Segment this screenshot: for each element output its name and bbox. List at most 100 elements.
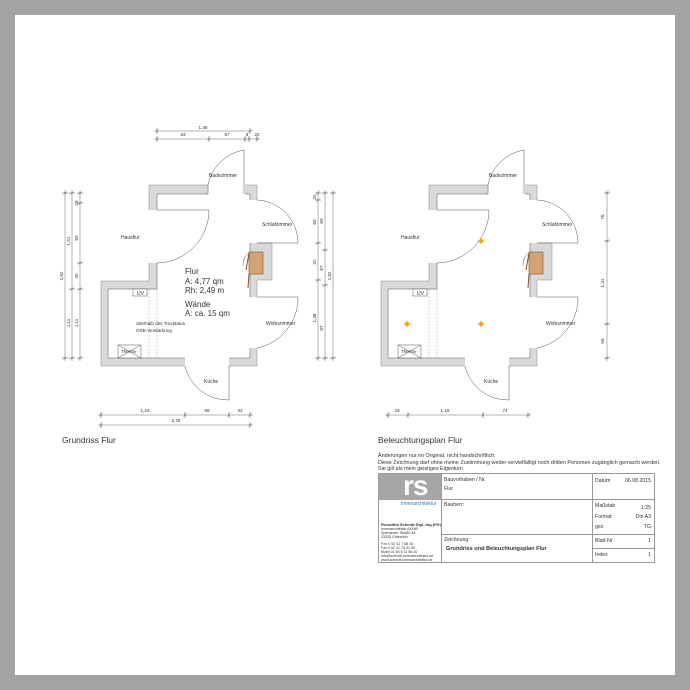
dim-label: 8 [246, 132, 249, 137]
note-line: Sie gilt als mein geistiges Eigentum. [378, 466, 465, 472]
room-label-hausflur: Hausflur [121, 235, 140, 241]
dim-tick [322, 283, 328, 287]
therme-label: Therme [121, 349, 137, 354]
door-hausflur [436, 209, 490, 264]
gez-label: gez [595, 524, 604, 530]
dim-tick [77, 261, 83, 265]
note-line: Diese Zeichnung darf ohne meine Zustimmu… [378, 459, 661, 466]
dim-tick [155, 136, 159, 142]
dim-label: 56 [600, 338, 605, 344]
dim-label: 67 [319, 265, 324, 271]
dim-tick [526, 412, 530, 418]
room-label-wohn: Wohnzimmer [266, 321, 296, 327]
room-label-bad: Badezimmer [489, 173, 517, 179]
dim-tick [62, 191, 68, 195]
ceiling-light-rays [477, 320, 485, 328]
dim-label: 57 [224, 132, 230, 137]
dim-tick [315, 278, 321, 282]
door-bad [207, 149, 245, 194]
dim-label: 69 [319, 218, 324, 224]
dim-tick [604, 239, 610, 243]
ceiling-light-rays [477, 237, 485, 245]
title-block: rs innenarchitektur Roswitha Schmitt Dip… [378, 470, 655, 563]
dim-label: 32 [312, 259, 317, 265]
dim-tick [207, 136, 211, 142]
note-line: Änderungen nur im Original, nicht handsc… [378, 453, 496, 459]
room-label-wohn: Wohnzimmer [546, 321, 576, 327]
dim-label: 28 [74, 200, 79, 206]
contact-line: Fax 0 52 41 76 31 50 [381, 546, 415, 550]
contact-line: Fon 0 52 41 7 68 16 [381, 542, 414, 546]
door-opening [488, 184, 525, 195]
dim-label: 20 [312, 194, 317, 200]
dim-tick [69, 356, 75, 360]
walls-area: A: ca. 15 qm [185, 309, 230, 318]
bauvorhaben-label: Bauvorhaben / Nr. [444, 477, 486, 483]
room-floor [107, 193, 251, 359]
blatt-value: 1 [648, 538, 651, 544]
contact-line: www.schmitt-innenarchitektur.de [381, 558, 433, 562]
plan-right-labels: Badezimmer Schlafzimmer Hausflur Wohnzim… [401, 173, 576, 385]
plan-right-dimensions: 76 1,31 56 33 1,19 74 [394, 214, 605, 413]
room-label-kueche: Küche [484, 379, 498, 385]
door-wohn [536, 296, 579, 349]
dim-tick [247, 136, 251, 142]
index-label: Index [595, 552, 608, 558]
contact-line: info@schmitt-innenarchitektur.de [381, 554, 434, 558]
osb-note: oberhalb des Trockbaus [136, 321, 186, 326]
dim-tick [604, 356, 610, 360]
dim-label: 40 [74, 273, 79, 279]
dim-tick [604, 191, 610, 195]
plan-left-dimensions: 1,48 83 57 8 22 2,62 1,51 1,11 28 83 40 … [59, 125, 332, 423]
room-floor [387, 193, 531, 359]
format-label: Format [595, 514, 612, 520]
dim-label: 33 [237, 408, 243, 413]
room-label-hausflur: Hausflur [401, 235, 420, 241]
dim-tick [77, 356, 83, 360]
door-opening [428, 210, 438, 263]
dim-tick [322, 356, 328, 360]
datum-value: 06.08.2015 [625, 478, 651, 484]
plan-left-labels: Badezimmer Schlafzimmer Hausflur Wohnzim… [121, 173, 296, 385]
company-name: Roswitha Schmitt Dipl.-Ing.(FH) [381, 522, 441, 527]
dim-tick [243, 136, 247, 142]
zeichnung-value: Grundriss und Beleuchtungsplan Flur [446, 546, 547, 552]
logo-mark: rs [403, 470, 428, 501]
dim-label: 1,38 [312, 313, 317, 322]
dim-tick [315, 191, 321, 195]
dim-label: 2,26 [172, 418, 181, 423]
bauvorhaben-value: Flur [444, 486, 453, 492]
dim-tick [315, 356, 321, 360]
dim-label: 1,11 [74, 318, 79, 327]
door-opening [529, 200, 538, 243]
room-label-kueche: Küche [204, 379, 218, 385]
bauherr-label: Bauherr: [444, 502, 464, 508]
cabinet-door [245, 252, 250, 271]
dim-tick [77, 201, 83, 205]
dim-tick [481, 412, 485, 418]
caption-grundriss: Grundriss Flur [62, 435, 116, 445]
cabinet-door [527, 273, 530, 289]
dim-label: 87 [319, 325, 324, 331]
datum-label: Datum [595, 478, 611, 484]
osb-note: OSB-Verstärkung [136, 328, 172, 333]
door-wohn [256, 296, 299, 349]
dim-tick [77, 191, 83, 195]
dim-tick [315, 198, 321, 202]
copyright-notes: Änderungen nur im Original, nicht handsc… [378, 453, 661, 473]
blatt-label: Blatt-Nr. [595, 538, 614, 544]
door-kueche [464, 365, 510, 401]
door-opening [465, 357, 509, 367]
door-opening [208, 184, 245, 195]
index-value: 1 [648, 552, 651, 558]
room-label-schlaf: Schlafzimmer [542, 222, 573, 228]
therme-cross [117, 344, 142, 359]
logo-subtitle: innenarchitektur [401, 501, 437, 507]
door-opening [249, 200, 258, 243]
dim-tick [248, 422, 252, 428]
cabinet-door [247, 273, 250, 289]
dim-label: 33 [394, 408, 400, 413]
dim-label: 83 [74, 235, 79, 241]
format-value: Din A3 [635, 514, 651, 520]
